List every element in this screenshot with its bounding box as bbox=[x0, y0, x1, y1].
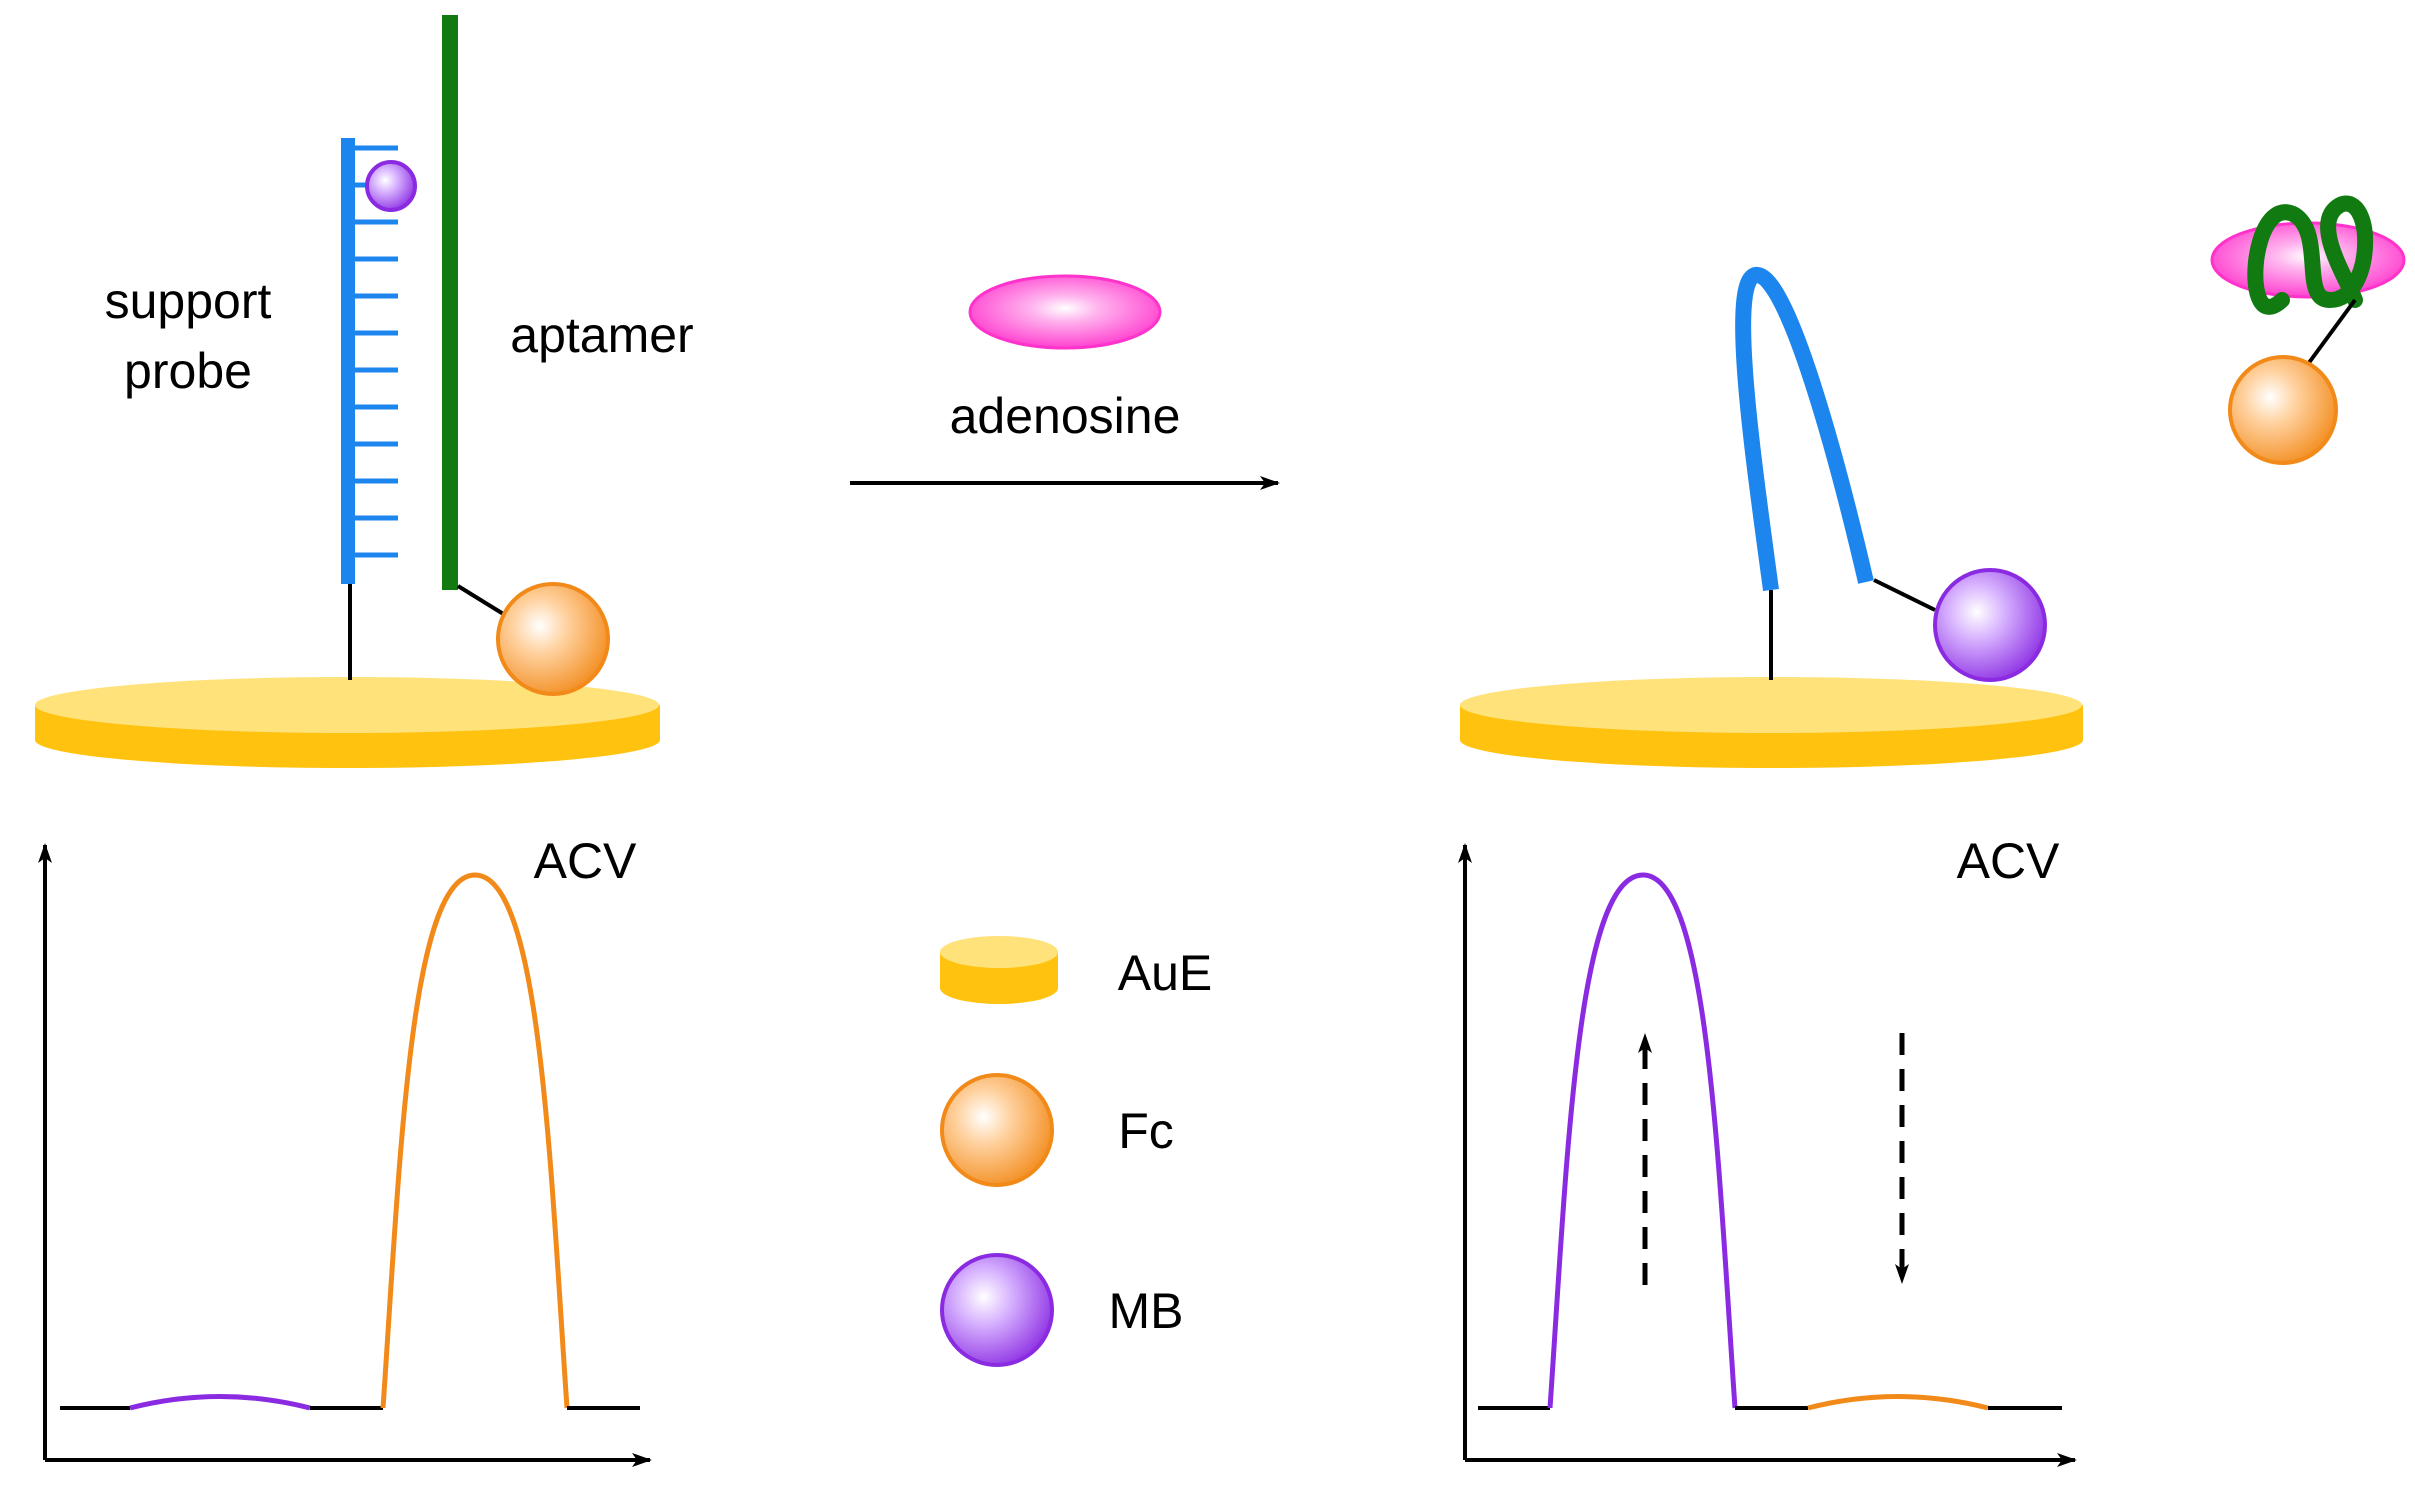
legend-label-aue: AuE bbox=[1118, 945, 1213, 1001]
acv-plot-right: ACV bbox=[1458, 833, 2077, 1467]
legend-item-fc: Fc bbox=[940, 1073, 1174, 1187]
adenosine-label: adenosine bbox=[950, 388, 1181, 444]
support-probe-base-ticks bbox=[354, 145, 398, 558]
left-electrode-assembly: support probe aptamer bbox=[35, 15, 694, 769]
support-probe-label-line1: support bbox=[105, 273, 272, 329]
orange-sphere-icon bbox=[940, 1073, 1054, 1187]
acv-left-fc-peak bbox=[380, 872, 570, 1409]
released-fc-linker bbox=[2306, 298, 2357, 366]
adenosine-molecule-icon bbox=[968, 274, 1162, 350]
violet-sphere-icon bbox=[940, 1253, 1054, 1367]
hairpin-mb-linker bbox=[1873, 578, 1936, 612]
acv-left-label: ACV bbox=[534, 833, 637, 889]
reaction-step: adenosine bbox=[850, 274, 1280, 490]
mb-sphere-right bbox=[1933, 568, 2047, 682]
right-electrode-assembly bbox=[1460, 195, 2406, 769]
gold-electrode-left bbox=[35, 677, 660, 769]
acv-right-fc-peak bbox=[1807, 1394, 1989, 1411]
hairpin-support-probe bbox=[1735, 267, 1874, 592]
legend: AuE Fc MB bbox=[940, 936, 1212, 1367]
legend-item-mb: MB bbox=[940, 1253, 1184, 1367]
aptamer-label: aptamer bbox=[510, 307, 693, 363]
legend-item-aue: AuE bbox=[940, 936, 1212, 1004]
gold-electrode-right bbox=[1460, 677, 2083, 769]
acv-left-mb-peak bbox=[129, 1394, 311, 1411]
fc-sphere-released bbox=[2228, 355, 2338, 465]
legend-label-fc: Fc bbox=[1118, 1103, 1174, 1159]
acv-right-mb-peak bbox=[1547, 872, 1738, 1409]
mb-sphere-small bbox=[365, 160, 417, 212]
released-aptamer-complex bbox=[2210, 195, 2406, 465]
acv-right-label: ACV bbox=[1957, 833, 2060, 889]
aptamer-fc-linker bbox=[456, 584, 507, 617]
legend-label-mb: MB bbox=[1109, 1283, 1184, 1339]
support-probe-label-line2: probe bbox=[124, 343, 252, 399]
gold-electrode-disc-icon bbox=[940, 936, 1058, 1004]
folded-aptamer bbox=[2247, 195, 2373, 315]
fc-sphere-left bbox=[496, 582, 610, 696]
acv-plot-left: ACV bbox=[38, 833, 652, 1467]
